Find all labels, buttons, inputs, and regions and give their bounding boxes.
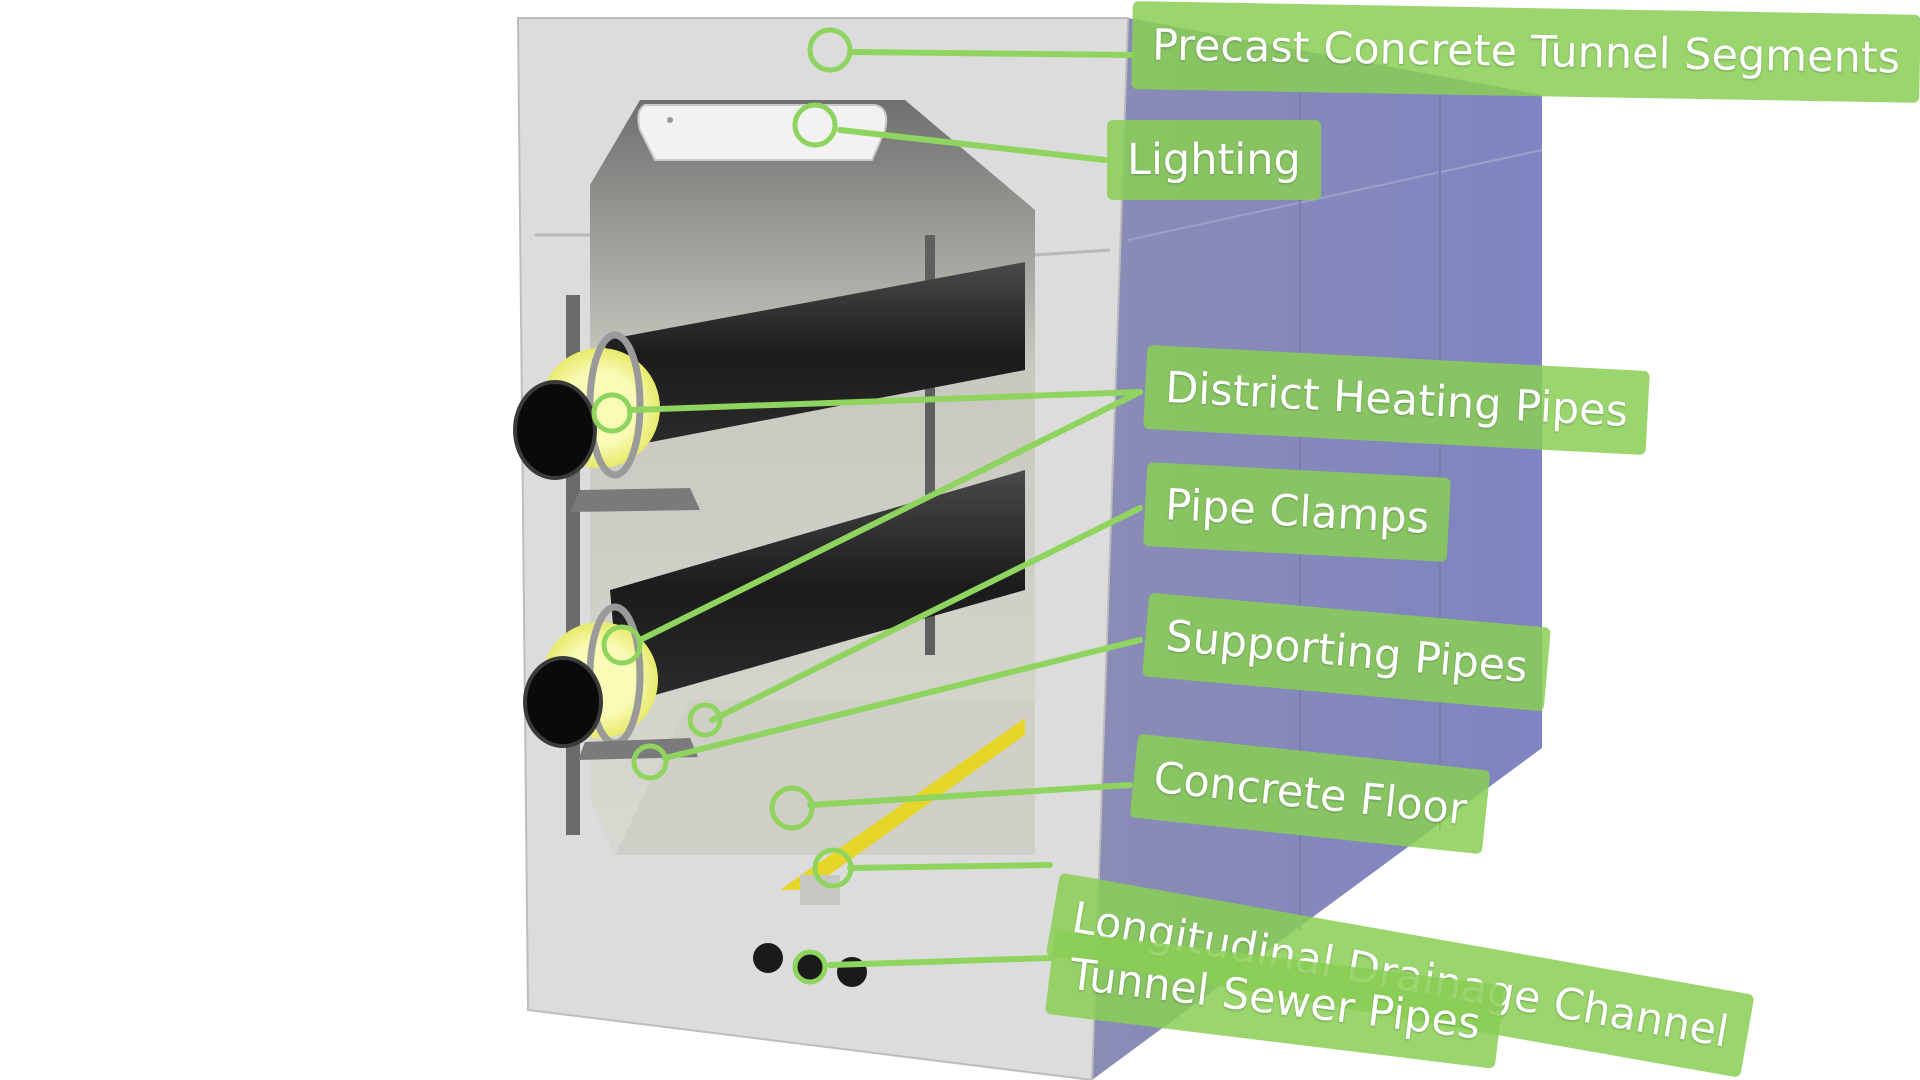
sewer-pipe [753, 943, 783, 973]
leader-supports [662, 637, 1143, 761]
drainage-channel [780, 718, 1025, 890]
marker-heating-upper [591, 392, 633, 434]
marker-lighting [792, 102, 838, 148]
heating-pipe-lower-body [610, 470, 1025, 705]
heating-pipe-upper-opening [513, 380, 597, 480]
leader-drainage [847, 862, 1053, 871]
leader-clamps [709, 505, 1143, 723]
lighting-indicator [667, 117, 673, 123]
leader-segments [849, 49, 1135, 58]
segment-joint [1127, 149, 1543, 241]
pipe-bracket-upper [570, 488, 700, 512]
marker-circles [591, 27, 854, 985]
leader-lines [627, 49, 1143, 968]
label-precast-concrete-tunnel-segments: Precast Concrete Tunnel Segments [1131, 1, 1920, 103]
front-seam [1034, 248, 1111, 257]
heating-pipe-lower-opening [523, 656, 603, 748]
marker-heating-lower [601, 624, 643, 666]
marker-segments [807, 27, 853, 73]
label-lighting: Lighting [1107, 120, 1321, 200]
support-rail [925, 235, 935, 655]
marker-drainage [812, 847, 854, 889]
heating-pipe-upper-body [605, 262, 1025, 450]
leader-heating-lower [637, 389, 1143, 643]
concrete-floor [615, 700, 1035, 855]
leader-lighting [837, 127, 1108, 163]
marker-floor [769, 785, 815, 831]
marker-sewer [792, 949, 828, 985]
label-pipe-clamps: Pipe Clamps [1143, 462, 1452, 562]
leader-floor [807, 782, 1133, 808]
marker-supports [631, 743, 669, 781]
marker-clamps [687, 702, 723, 738]
lighting-fixture [637, 104, 888, 161]
leader-sewer [827, 955, 1053, 968]
leader-heating-upper [627, 389, 1143, 413]
